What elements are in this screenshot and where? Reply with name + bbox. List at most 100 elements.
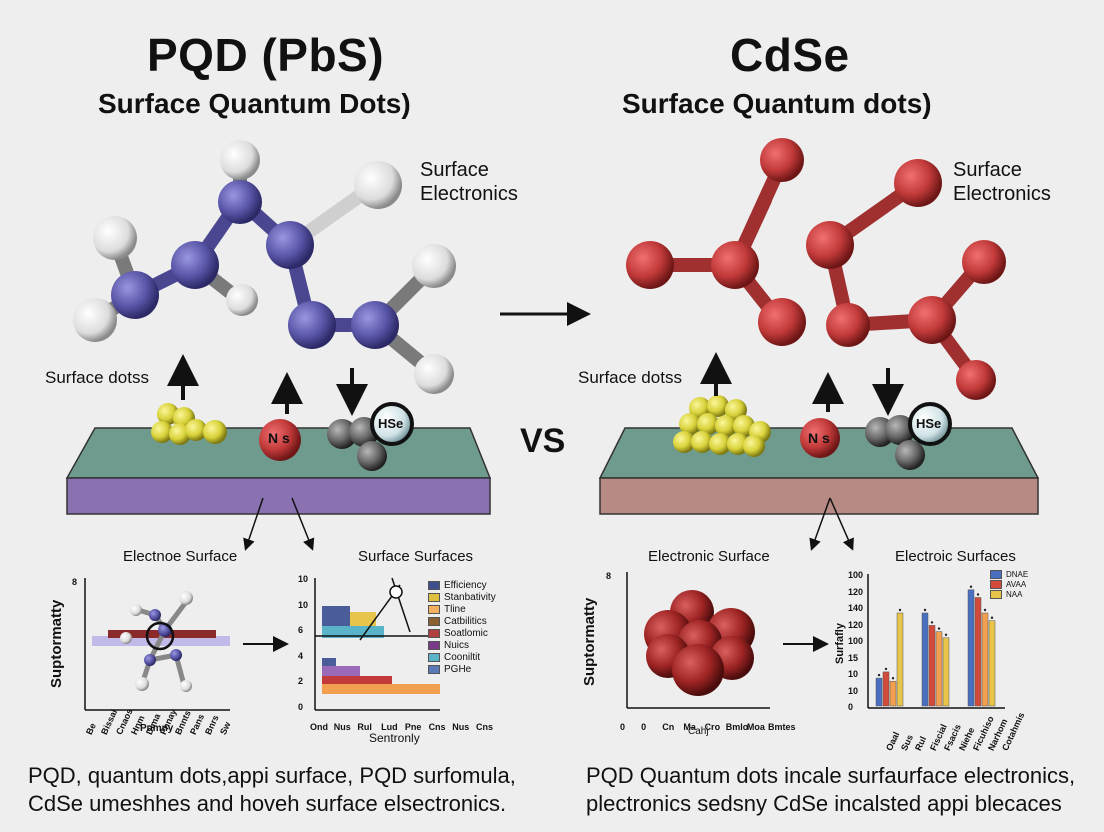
right-hse-group: [865, 402, 952, 470]
chart-a-title: Electnoe Surface: [123, 548, 238, 565]
chart-d-bar-marker: [976, 593, 980, 596]
chart-d-bar-marker: [891, 677, 895, 680]
chart-b-xlabel: Sentronly: [369, 731, 420, 745]
chart-c-xtick-4: Cro: [704, 722, 721, 732]
left-hse-label: HSe: [378, 416, 404, 431]
chart-a-ylabel: Suptormatty: [48, 599, 65, 688]
chart-d-bar: [981, 612, 989, 707]
chart-b-legend-item: Nuics: [428, 640, 496, 652]
chart-d-legend-item: DNAE: [990, 570, 1028, 580]
chart-b-xtick-7: Cns: [476, 722, 494, 732]
chart-b-xtick-3: Lud: [381, 722, 398, 732]
chart-b-legend-item: Catbilitics: [428, 616, 496, 628]
right-molecule: [626, 138, 1006, 400]
chart-b-legend-item: Cooniltit: [428, 652, 496, 664]
chart-c-tick-0: 8: [606, 571, 612, 581]
chart-d-bar: [875, 677, 883, 707]
left-sulfur-cluster: [151, 403, 227, 445]
chart-d-bar-marker: [969, 585, 973, 588]
right-molecule-label: Surface Electronics: [953, 159, 1051, 205]
right-subtitle: Surface Quantum dots): [622, 88, 932, 119]
chart-c-ylabel: Suptormatty: [581, 597, 598, 686]
chart-b-legend-item: Efficiency: [428, 580, 496, 592]
chart-b-xtick-4: Pne: [404, 722, 422, 732]
chart-b-ytick-5: 0: [298, 702, 304, 712]
chart-d-bar-marker: [990, 616, 994, 619]
left-title: PQD (PbS): [147, 29, 385, 81]
chart-d-legend-item: NAA: [990, 590, 1028, 600]
chart-d-bar-marker: [898, 608, 902, 612]
chart-d-bar: [928, 625, 936, 707]
chart-b-xtick-5: Cns: [428, 722, 446, 732]
chart-c-xtick-6: Moa: [746, 722, 765, 732]
chart-b-legend-item: Tline: [428, 604, 496, 616]
chart-d-bar: [988, 620, 996, 707]
chart-d-ytick-2: 140: [848, 603, 864, 613]
chart-d-bar-marker: [937, 627, 941, 630]
chart-d-bar: [921, 612, 929, 707]
chart-d-bar: [896, 612, 904, 707]
chart-d-ytick-3: 120: [848, 619, 864, 630]
chart-c-xtick-0: 0: [620, 722, 626, 732]
left-molecule: [73, 140, 456, 394]
chart-d-bar-marker: [884, 667, 888, 671]
left-surface-label: Surface dotss: [45, 368, 149, 387]
chart-d-ytick-5: 15: [848, 652, 859, 663]
chart-d-bar: [889, 680, 897, 707]
chart-d-ytick-6: 10: [848, 669, 859, 679]
left-caption: PQD, quantum dots,appi surface, PQD surf…: [28, 763, 516, 816]
chart-d-title: Electroic Surfaces: [895, 548, 1016, 565]
chart-b: [314, 577, 440, 711]
chart-c-title: Electronic Surface: [648, 548, 770, 565]
chart-d-ytick-7: 10: [848, 685, 859, 696]
chart-d-ylabel: Surfafly: [834, 623, 846, 664]
right-sulfur-cluster: [673, 395, 771, 457]
chart-d: [867, 574, 1005, 709]
left-subtitle: Surface Quantum Dots): [98, 88, 411, 119]
chart-b-legend-item: Soatlomic: [428, 628, 496, 640]
chart-c-xtick-3: Ma: [683, 722, 696, 732]
chart-a: [84, 578, 230, 711]
chart-d-bar: [942, 637, 950, 707]
chart-d-bar: [967, 589, 975, 707]
right-n-atom-label: N s: [808, 430, 830, 446]
chart-d-ytick-8: 0: [848, 702, 854, 712]
chart-c-xtick-5: Bmlo: [725, 722, 749, 732]
chart-d-bar-marker: [930, 621, 934, 624]
chart-b-ytick-2: 6: [298, 625, 304, 636]
right-vertical-arrows: [700, 352, 904, 416]
chart-b-xtick-0: Ond: [310, 722, 328, 732]
down-arrows: [243, 497, 854, 551]
chart-d-bar-marker: [944, 633, 948, 636]
chart-c: [626, 572, 770, 709]
chart-a-xlabel: Pumny: [140, 723, 174, 734]
chart-d-bar-marker: [923, 608, 927, 612]
chart-c-xlabel: Cahj: [688, 726, 709, 737]
chart-b-xtick-6: Nus: [452, 722, 470, 732]
chart-b-title: Surface Surfaces: [358, 548, 474, 565]
left-n-atom: [259, 419, 301, 461]
right-title: CdSe: [730, 29, 850, 81]
left-vertical-arrows: [167, 354, 368, 416]
right-n-atom: [800, 418, 840, 458]
chart-b-ytick-0: 10: [298, 574, 309, 584]
chart-d-legend-item: AVAA: [990, 580, 1028, 590]
chart-b-legend-item: Stanbativity: [428, 592, 496, 604]
right-surface-label: Surface dotss: [578, 368, 682, 387]
chart-d-bar: [882, 671, 890, 707]
chart-b-ytick-4: 2: [298, 676, 304, 687]
chart-d-bar: [935, 631, 943, 707]
chart-b-ytick-3: 4: [298, 650, 304, 661]
right-hse-label: HSe: [916, 416, 942, 431]
right-caption: PQD Quantum dots incale surfaurface elec…: [586, 763, 1076, 816]
chart-d-bar-marker: [877, 673, 881, 677]
left-hse-group: [327, 402, 414, 471]
chart-d-ytick-1: 120: [848, 586, 864, 597]
chart-d-bar: [974, 597, 982, 707]
chart-b-ytick-1: 10: [298, 599, 309, 610]
left-n-atom-label: N s: [268, 430, 290, 446]
chart-d-bar-marker: [983, 608, 987, 612]
